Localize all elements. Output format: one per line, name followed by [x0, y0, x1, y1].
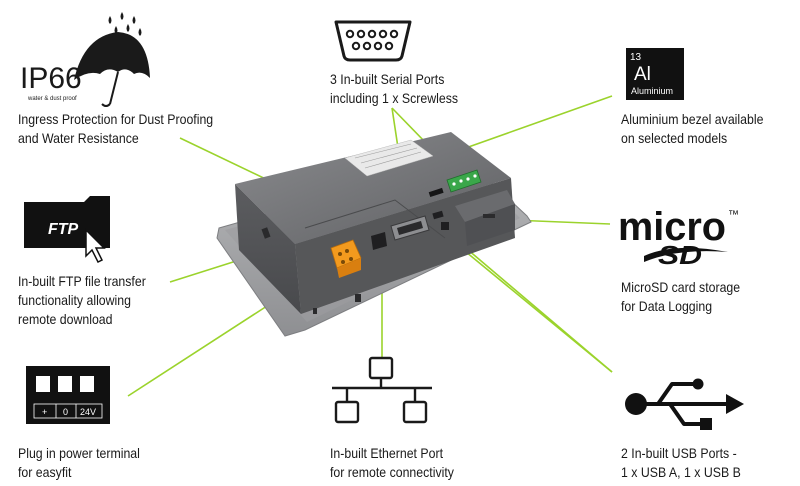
ip66-badge-text: IP66: [20, 62, 82, 95]
microsd-housing: [455, 190, 515, 222]
caption-power: Plug in power terminal for easyfit: [18, 445, 140, 480]
power-label-24v: 24V: [80, 407, 96, 417]
callout-line-aluminium: [459, 95, 613, 151]
microsd-logo-icon: micro ™ SD: [618, 206, 739, 268]
usb-a-port: [432, 210, 444, 220]
power-terminal-connector: [330, 239, 362, 278]
power-terminal-icon: + 0 24V: [26, 366, 110, 424]
ethernet-port: [371, 232, 387, 250]
usb-b-port: [441, 222, 449, 230]
serial-db9-port: [390, 215, 430, 241]
caption-microsd: MicroSD card storage for Data Logging: [621, 279, 741, 314]
microsd-trademark: ™: [728, 209, 739, 221]
power-label-plus: +: [42, 407, 47, 417]
aluminium-atomic-number: 13: [630, 52, 642, 63]
callout-line-ip66: [179, 137, 273, 183]
serial-port-icon: [334, 20, 412, 62]
ip66-umbrella-icon: IP66 water & dust proof: [20, 12, 150, 107]
device-label: [344, 139, 434, 177]
caption-serial: 3 In-built Serial Ports including 1 x Sc…: [330, 71, 459, 106]
power-label-zero: 0: [63, 407, 68, 417]
aluminium-name: Aluminium: [631, 86, 673, 96]
serial-screwless-terminal: [446, 169, 482, 193]
callout-line-usb-b: [453, 237, 613, 373]
microsd-logo-top: micro: [618, 206, 726, 249]
cursor-arrow-icon: [85, 228, 106, 264]
caption-ethernet: In-built Ethernet Port for remote connec…: [330, 445, 454, 480]
caption-usb: 2 In-built USB Ports - 1 x USB A, 1 x US…: [621, 445, 741, 480]
device-housing-side: [235, 184, 301, 314]
ethernet-network-icon: [332, 356, 432, 424]
caption-ip66: Ingress Protection for Dust Proofing and…: [18, 111, 214, 146]
device-housing-top: [235, 132, 511, 244]
caption-aluminium: Aluminium bezel available on selected mo…: [621, 111, 764, 146]
ftp-folder-icon: FTP: [24, 196, 110, 264]
aluminium-symbol: Al: [634, 64, 651, 85]
caption-ftp: In-built FTP file transfer functionality…: [18, 273, 146, 327]
hmi-device-rear-view: [216, 132, 532, 337]
ip66-badge-subtext: water & dust proof: [27, 96, 77, 102]
ftp-badge-text: FTP: [48, 221, 79, 238]
usb-trident-icon: [625, 378, 744, 430]
aluminium-element-icon: 13 Al Aluminium: [626, 48, 684, 100]
